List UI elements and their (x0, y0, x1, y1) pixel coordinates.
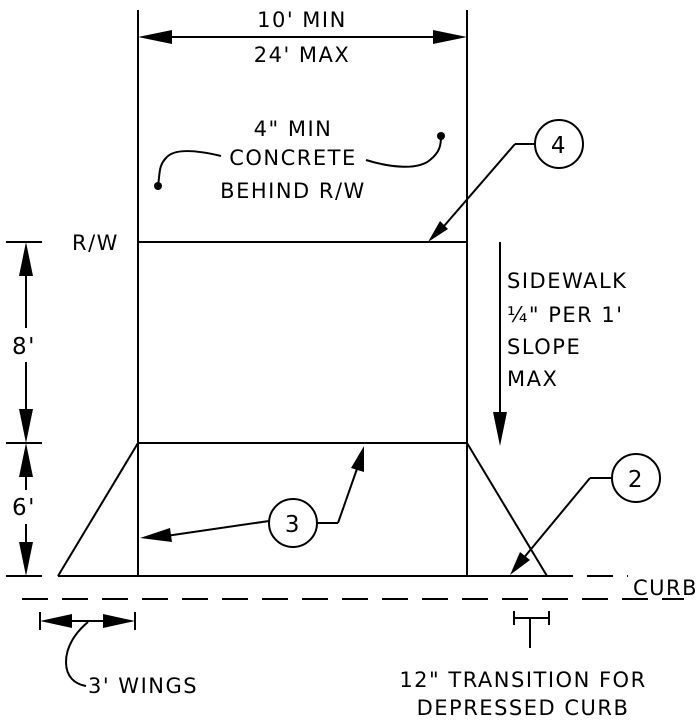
dim-8ft-label: 8' (12, 334, 36, 360)
callout-3-arrowhead-left (140, 528, 172, 542)
right-wing-line (466, 442, 548, 577)
callout-3-number: 3 (285, 512, 301, 538)
concrete-leader-right (365, 135, 442, 168)
dim-6ft-label: 6' (12, 495, 36, 521)
dim-6ft-arrow-top (19, 443, 33, 477)
callout-2-arrowhead (510, 552, 530, 575)
sidewalk-note-line2: ¼" PER 1' (507, 303, 624, 327)
dim-6ft-arrow-bottom (19, 542, 33, 576)
sidewalk-note-line4: MAX (507, 367, 558, 391)
sidewalk-note-line1: SIDEWALK (507, 269, 627, 293)
dim-8ft-arrow-bottom (19, 409, 33, 443)
transition-note-line1: 12" TRANSITION FOR (399, 668, 646, 692)
dim-8ft-arrow-top (19, 242, 33, 276)
callout-3-leader-left (165, 520, 270, 537)
slope-arrowhead (493, 412, 507, 446)
width-min-label: 10' MIN (257, 8, 347, 32)
callout-4-leader-diagonal (437, 143, 516, 234)
wings-arrow-left (40, 614, 72, 628)
callout-2-leader-diagonal (521, 477, 591, 561)
width-arrow-left (138, 30, 172, 44)
concrete-note-line1: 4" MIN (254, 117, 333, 141)
wings-leader (64, 621, 89, 687)
callout-3-arrowhead-right (351, 446, 364, 472)
dim-6ft-label-bg (4, 490, 44, 524)
transition-note-line2: DEPRESSED CURB (417, 696, 630, 720)
concrete-note-line2: CONCRETE (229, 146, 357, 170)
concrete-leader-left (157, 150, 222, 186)
concrete-leader-dot-right (437, 132, 445, 140)
concrete-note-line3: BEHIND R/W (220, 179, 366, 203)
right-of-way-label: R/W (72, 231, 119, 255)
concrete-leader-dot-left (154, 182, 162, 190)
curb-label: CURB (633, 576, 698, 600)
left-wing-line (57, 442, 139, 577)
wings-label: 3' WINGS (88, 674, 198, 698)
callout-4-arrowhead (428, 221, 448, 242)
width-arrow-right (433, 30, 467, 44)
dim-8ft-label-bg (4, 328, 44, 362)
sidewalk-note-line3: SLOPE (507, 335, 581, 359)
callout-3-leader-right-diagonal (337, 465, 359, 524)
callout-4-number: 4 (551, 133, 567, 159)
width-max-label: 24' MAX (254, 43, 351, 67)
callout-2-number: 2 (628, 467, 644, 493)
wings-arrow-right (103, 614, 135, 628)
